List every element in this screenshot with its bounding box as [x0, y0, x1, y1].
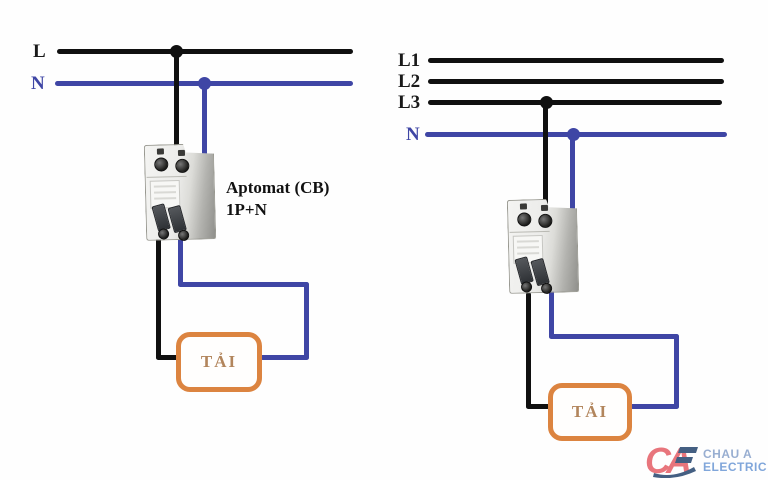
load-label-left: TẢI — [200, 352, 238, 371]
breaker-terminal-hole — [519, 203, 528, 210]
aptomat-caption: Aptomat (CB) 1P+N — [226, 177, 329, 221]
wire-blue-vertical-left — [304, 282, 309, 360]
aptomat-caption-line2: 1P+N — [226, 200, 267, 219]
neutral-label-left: N — [31, 73, 45, 94]
junction-dot-l — [170, 45, 183, 58]
wire-l3-to-breaker — [543, 103, 548, 207]
logo-company-name: CHAU A — [703, 447, 753, 461]
neutral-label-right: N — [406, 124, 420, 145]
phase-l-line — [57, 49, 353, 54]
wire-breaker-out-black-left — [156, 238, 161, 360]
breaker-terminal-hole — [156, 148, 165, 155]
wire-blue-horizontal-right — [549, 334, 679, 339]
sticker-line — [153, 185, 176, 188]
junction-dot-n-left — [198, 77, 211, 90]
wire-breaker-out-black-right — [526, 292, 531, 409]
sticker-line — [517, 246, 540, 249]
phase-l3-line — [428, 100, 722, 105]
breaker-terminal-hole — [540, 204, 549, 212]
circuit-breaker-right — [507, 198, 579, 295]
wire-blue-vertical-right — [674, 334, 679, 409]
phase-l-label: L — [33, 41, 46, 62]
logo-company-type: ELECTRIC — [703, 460, 767, 474]
sticker-line — [517, 252, 540, 255]
phase-l2-line — [428, 79, 724, 84]
phase-l1-label: L1 — [398, 50, 421, 71]
circuit-breaker-left — [144, 143, 216, 242]
junction-dot-l3 — [540, 96, 553, 109]
load-box-left: TẢI — [176, 332, 262, 392]
wire-l-to-breaker — [174, 52, 179, 152]
wire-n-to-breaker-right — [570, 135, 575, 213]
phase-l3-label: L3 — [398, 92, 421, 113]
wire-blue-stub-left — [260, 355, 309, 360]
load-box-right: TẢI — [548, 383, 632, 441]
wire-black-stub-left — [156, 355, 180, 360]
wire-black-stub-right — [526, 404, 550, 409]
load-label-right: TẢI — [571, 402, 609, 421]
chau-a-electric-logo-mark: CA — [645, 444, 698, 478]
logo-e-bar-top — [678, 447, 698, 453]
wire-n-to-breaker-left — [202, 84, 207, 158]
aptomat-caption-line1: Aptomat (CB) — [226, 178, 330, 197]
phase-l2-label: L2 — [398, 71, 421, 92]
logo-e-bar-middle — [675, 457, 693, 463]
phase-l1-line — [428, 58, 724, 63]
breaker-terminal-hole — [177, 149, 186, 157]
breaker-label-sticker — [149, 180, 181, 209]
wire-breaker-out-blue-left — [178, 236, 183, 287]
brand-logo: CA CHAU A ELECTRIC — [645, 444, 767, 478]
wire-blue-stub-right — [630, 404, 679, 409]
logo-text: CHAU A ELECTRIC — [703, 448, 767, 474]
junction-dot-n-right — [567, 128, 580, 141]
sticker-line — [153, 191, 177, 194]
logo-swoosh — [653, 467, 696, 478]
sticker-line — [154, 197, 177, 200]
wire-breaker-out-blue-right — [549, 290, 554, 339]
sticker-line — [516, 240, 539, 243]
wire-blue-horizontal-left — [178, 282, 309, 287]
